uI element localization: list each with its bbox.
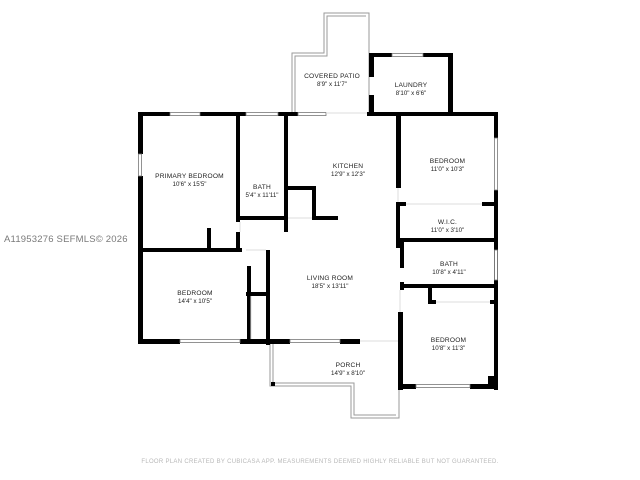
room-bedroom-ne: BEDROOM 11'0" x 10'3" xyxy=(401,158,494,174)
room-name: PRIMARY BEDROOM xyxy=(155,173,224,180)
room-name: BEDROOM xyxy=(177,290,213,297)
room-name: BATH xyxy=(440,261,458,268)
room-porch: PORCH 14'9" x 8'10" xyxy=(300,362,396,378)
room-bath-1: BATH 5'4" x 11'11" xyxy=(240,184,284,200)
room-dimensions: 18'5" x 13'11" xyxy=(311,283,349,291)
room-name: BEDROOM xyxy=(430,337,467,344)
room-name: LAUNDRY xyxy=(394,82,428,89)
room-kitchen: KITCHEN 12'9" x 12'3" xyxy=(300,163,396,179)
room-dimensions: 11'0" x 3'10" xyxy=(430,227,465,235)
room-dimensions: 11'0" x 10'3" xyxy=(430,166,465,174)
footer-disclaimer: FLOOR PLAN CREATED BY CUBICASA APP. MEAS… xyxy=(141,459,499,465)
windows xyxy=(138,53,498,388)
outdoor-outlines xyxy=(269,12,400,419)
room-bedroom-se: BEDROOM 10'8" x 11'3" xyxy=(403,337,494,353)
room-primary-bedroom: PRIMARY BEDROOM 10'6" x 15'5" xyxy=(143,173,236,189)
room-dimensions: 10'8" x 11'3" xyxy=(431,345,466,353)
openings xyxy=(239,112,490,342)
walls xyxy=(138,53,498,390)
room-name: COVERED PATIO xyxy=(304,73,360,80)
room-dimensions: 14'9" x 8'10" xyxy=(331,370,365,378)
room-name: KITCHEN xyxy=(332,163,364,170)
room-dimensions: 5'4" x 11'11" xyxy=(245,192,279,200)
room-wic: W.I.C. 11'0" x 3'10" xyxy=(401,219,494,235)
room-dimensions: 10'6" x 15'5" xyxy=(172,181,207,189)
room-bedroom-sw: BEDROOM 14'4" x 10'5" xyxy=(143,290,247,306)
room-covered-patio: COVERED PATIO 8'9" x 11'7" xyxy=(296,73,368,89)
room-name: W.I.C. xyxy=(437,219,458,226)
room-dimensions: 10'8" x 4'11" xyxy=(432,269,466,277)
room-laundry: LAUNDRY 8'10" x 6'6" xyxy=(374,82,448,98)
room-living-room: LIVING ROOM 18'5" x 13'11" xyxy=(280,275,380,291)
room-dimensions: 14'4" x 10'5" xyxy=(178,298,212,306)
room-bath-2: BATH 10'8" x 4'11" xyxy=(404,261,494,277)
room-name: BATH xyxy=(253,184,271,191)
mls-watermark: A11953276 SEFMLS© 2026 xyxy=(4,234,128,245)
room-dimensions: 12'9" x 12'3" xyxy=(331,171,365,179)
room-name: PORCH xyxy=(335,362,361,369)
room-name: LIVING ROOM xyxy=(306,275,354,282)
room-dimensions: 8'9" x 11'7" xyxy=(316,81,348,89)
room-dimensions: 8'10" x 6'6" xyxy=(395,90,427,98)
room-name: BEDROOM xyxy=(429,158,466,165)
